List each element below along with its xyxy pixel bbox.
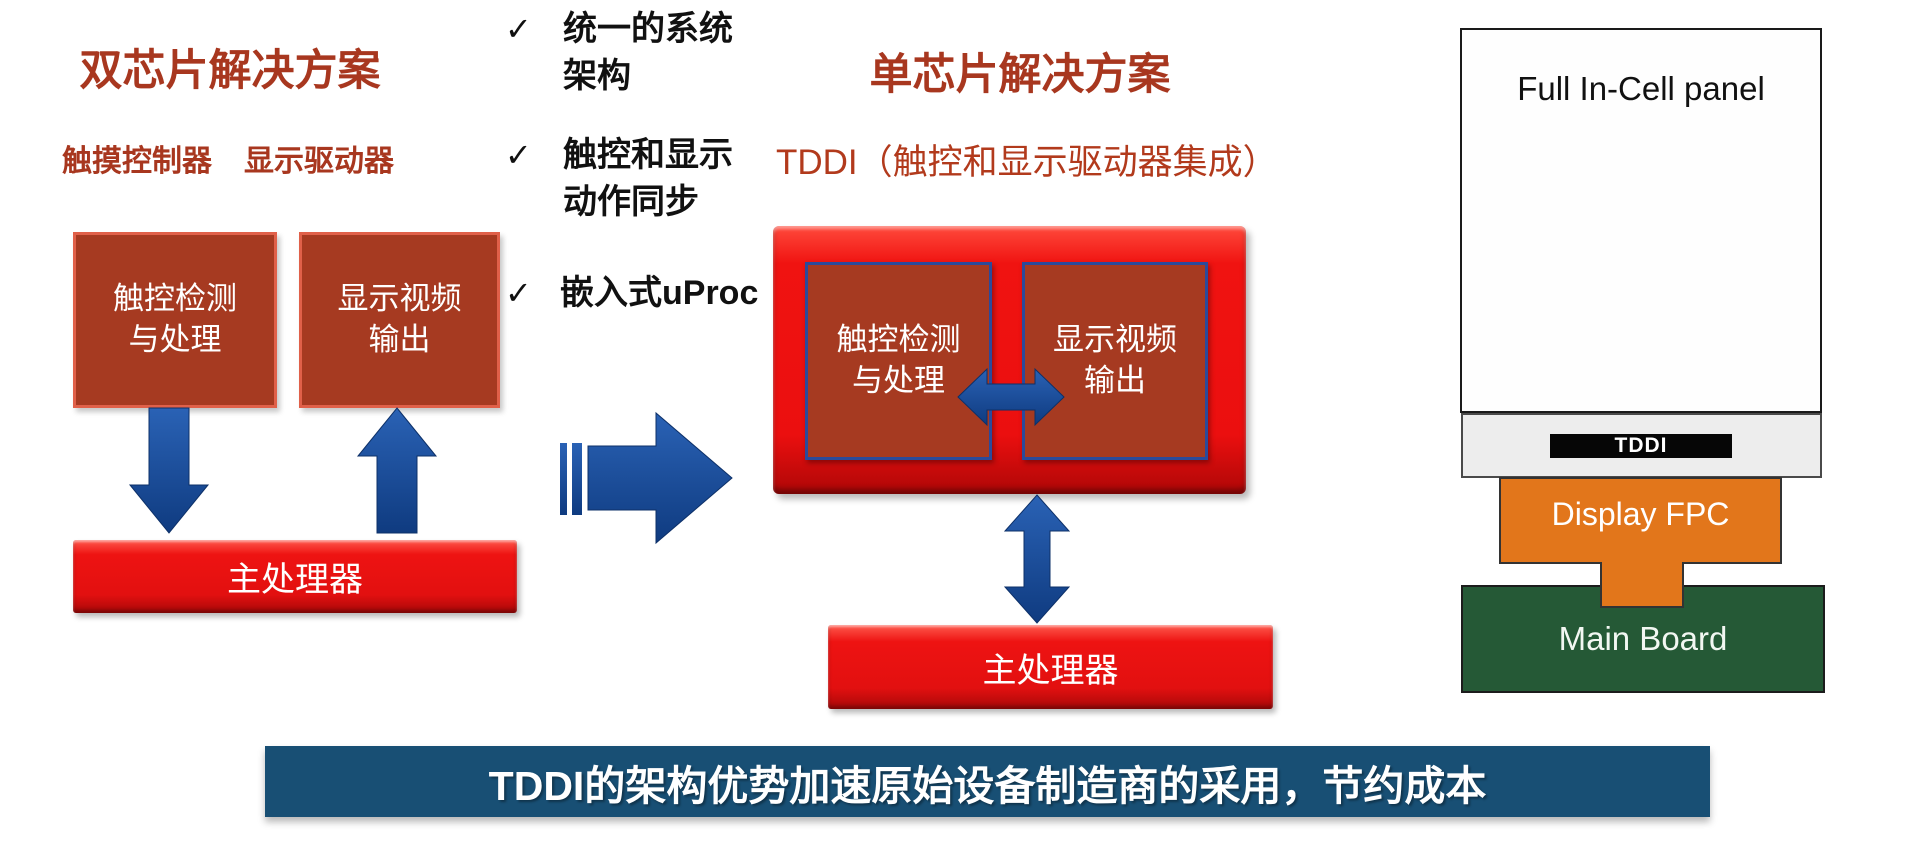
tddi-touch-detection-box: 触控检测 与处理 [805,262,992,460]
touch-detection-line1: 触控检测 [113,281,237,317]
display-output-box: 显示视频 输出 [299,232,500,408]
display-fpc-label: Display FPC [1551,496,1730,532]
checkmark-icon: ✓ [505,11,532,47]
benefit-item-2: 触控和显示 动作同步 [563,132,733,226]
display-output-line1: 显示视频 [337,281,462,317]
touch-controller-label: 触摸控制器 [62,145,212,178]
checkmark-icon: ✓ [505,275,532,311]
display-output-line2: 输出 [368,322,431,357]
benefit-item-1: 统一的系统 架构 [563,6,733,100]
up-arrow-icon [356,407,438,534]
sync-double-arrow-icon [957,367,1065,427]
display-fpc-shape [1499,477,1782,608]
transform-striped-arrow-icon [560,411,733,545]
tddi-touch-line2: 与处理 [852,363,945,398]
benefit-2-line1: 触控和显示 [563,136,733,174]
conclusion-banner-text: TDDI的架构优势加速原始设备制造商的采用，节约成本 [488,762,1487,809]
dual-main-processor-label: 主处理器 [227,561,363,599]
benefit-3-line1: 嵌入式uProc [560,274,759,312]
display-driver-label: 显示驱动器 [244,145,394,178]
benefit-1-line2: 架构 [563,56,631,95]
dual-chip-title: 双芯片解决方案 [79,47,381,95]
down-arrow-icon [128,407,210,534]
single-main-processor-box: 主处理器 [828,625,1273,709]
conclusion-banner: TDDI的架构优势加速原始设备制造商的采用，节约成本 [265,746,1710,817]
benefit-1-line1: 统一的系统 [563,10,733,48]
benefit-2-line2: 动作同步 [563,182,699,221]
checkmark-icon: ✓ [505,137,532,173]
dual-main-processor-box: 主处理器 [73,540,517,613]
tddi-display-line1: 显示视频 [1053,322,1177,358]
full-incell-panel-box [1460,28,1822,413]
tddi-chip-bar-label: TDDI [1614,434,1668,457]
main-board-label: Main Board [1558,620,1728,657]
tddi-touch-line1: 触控检测 [836,322,961,358]
tddi-display-line2: 输出 [1084,363,1146,398]
tddi-chip-bar: TDDI [1550,434,1732,458]
tddi-display-output-box: 显示视频 输出 [1022,262,1208,460]
tddi-subtitle: TDDI（触控和显示驱动器集成） [776,143,1278,182]
processor-double-arrow-icon [1003,494,1071,624]
benefit-item-3: 嵌入式uProc [560,270,758,317]
full-incell-panel-label: Full In-Cell panel [1517,70,1765,107]
single-chip-title: 单芯片解决方案 [869,51,1171,99]
touch-detection-box: 触控检测 与处理 [73,232,277,408]
single-main-processor-label: 主处理器 [982,651,1119,690]
touch-detection-line2: 与处理 [128,322,222,357]
